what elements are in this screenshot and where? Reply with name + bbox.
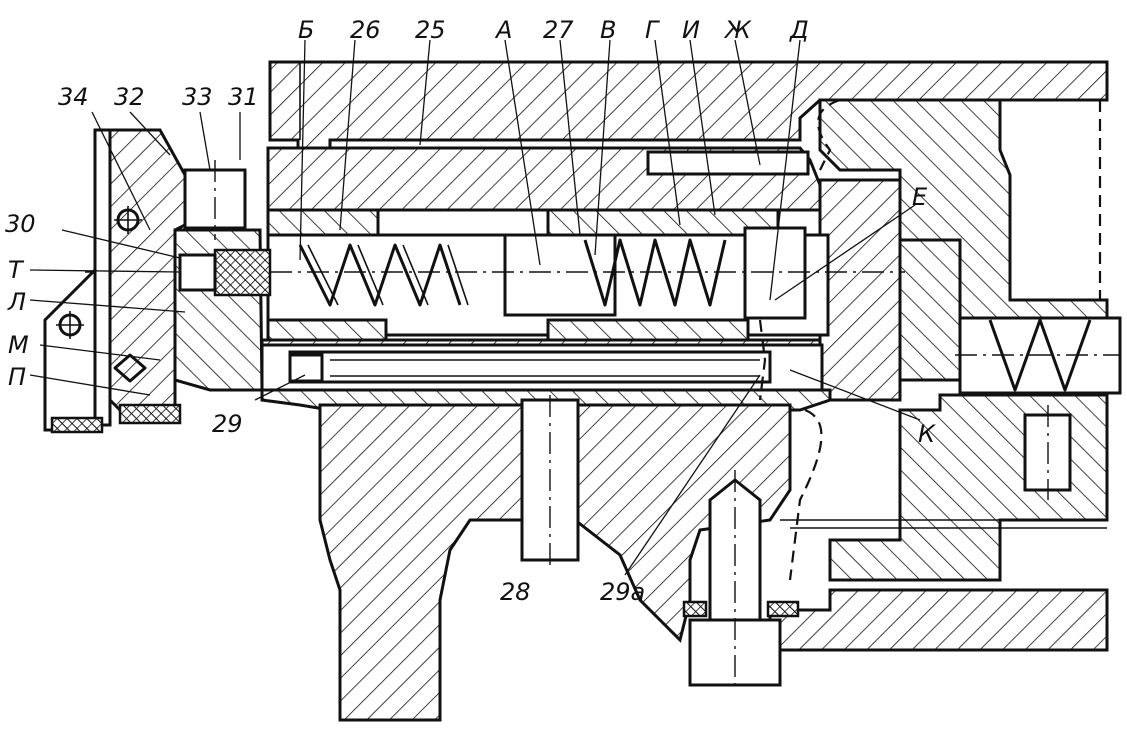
oil-level — [780, 519, 1107, 529]
label-K: К — [918, 420, 936, 448]
spring-26 — [298, 243, 469, 307]
label-D: Д — [789, 16, 809, 44]
label-26: 26 — [350, 16, 381, 44]
label-30: 30 — [5, 210, 36, 238]
label-I: И — [682, 16, 700, 44]
central-bore — [266, 208, 830, 342]
label-A: А — [494, 16, 512, 44]
label-M: М — [8, 331, 29, 359]
label-G: Г — [645, 16, 660, 44]
label-T: Т — [8, 256, 25, 284]
upper-housing — [266, 60, 1109, 212]
label-V: В — [600, 16, 616, 44]
oil-channels — [758, 98, 1102, 581]
label-L: Л — [7, 288, 26, 316]
label-25: 25 — [415, 16, 446, 44]
label-34: 34 — [58, 83, 89, 111]
label-32: 32 — [114, 83, 145, 111]
label-33: 33 — [182, 83, 213, 111]
label-31: 31 — [228, 83, 259, 111]
label-P: П — [8, 363, 26, 391]
bottom-bolt — [682, 470, 800, 692]
label-Zh: Ж — [723, 16, 752, 44]
left-cover — [43, 128, 272, 434]
label-27: 27 — [543, 16, 574, 44]
spring-27 — [583, 238, 727, 307]
lower-housing — [260, 338, 832, 412]
leader-lines — [29, 39, 921, 576]
callout-labels: 34 32 33 31 Б 26 25 А 27 В Г И Ж Д Е 30 … — [5, 16, 936, 606]
label-28: 28 — [500, 578, 531, 606]
drive-shaft — [955, 316, 1122, 500]
label-29: 29 — [212, 410, 243, 438]
label-29a: 29а — [600, 578, 645, 606]
label-E: Е — [912, 183, 928, 211]
label-B6: Б — [298, 16, 314, 44]
